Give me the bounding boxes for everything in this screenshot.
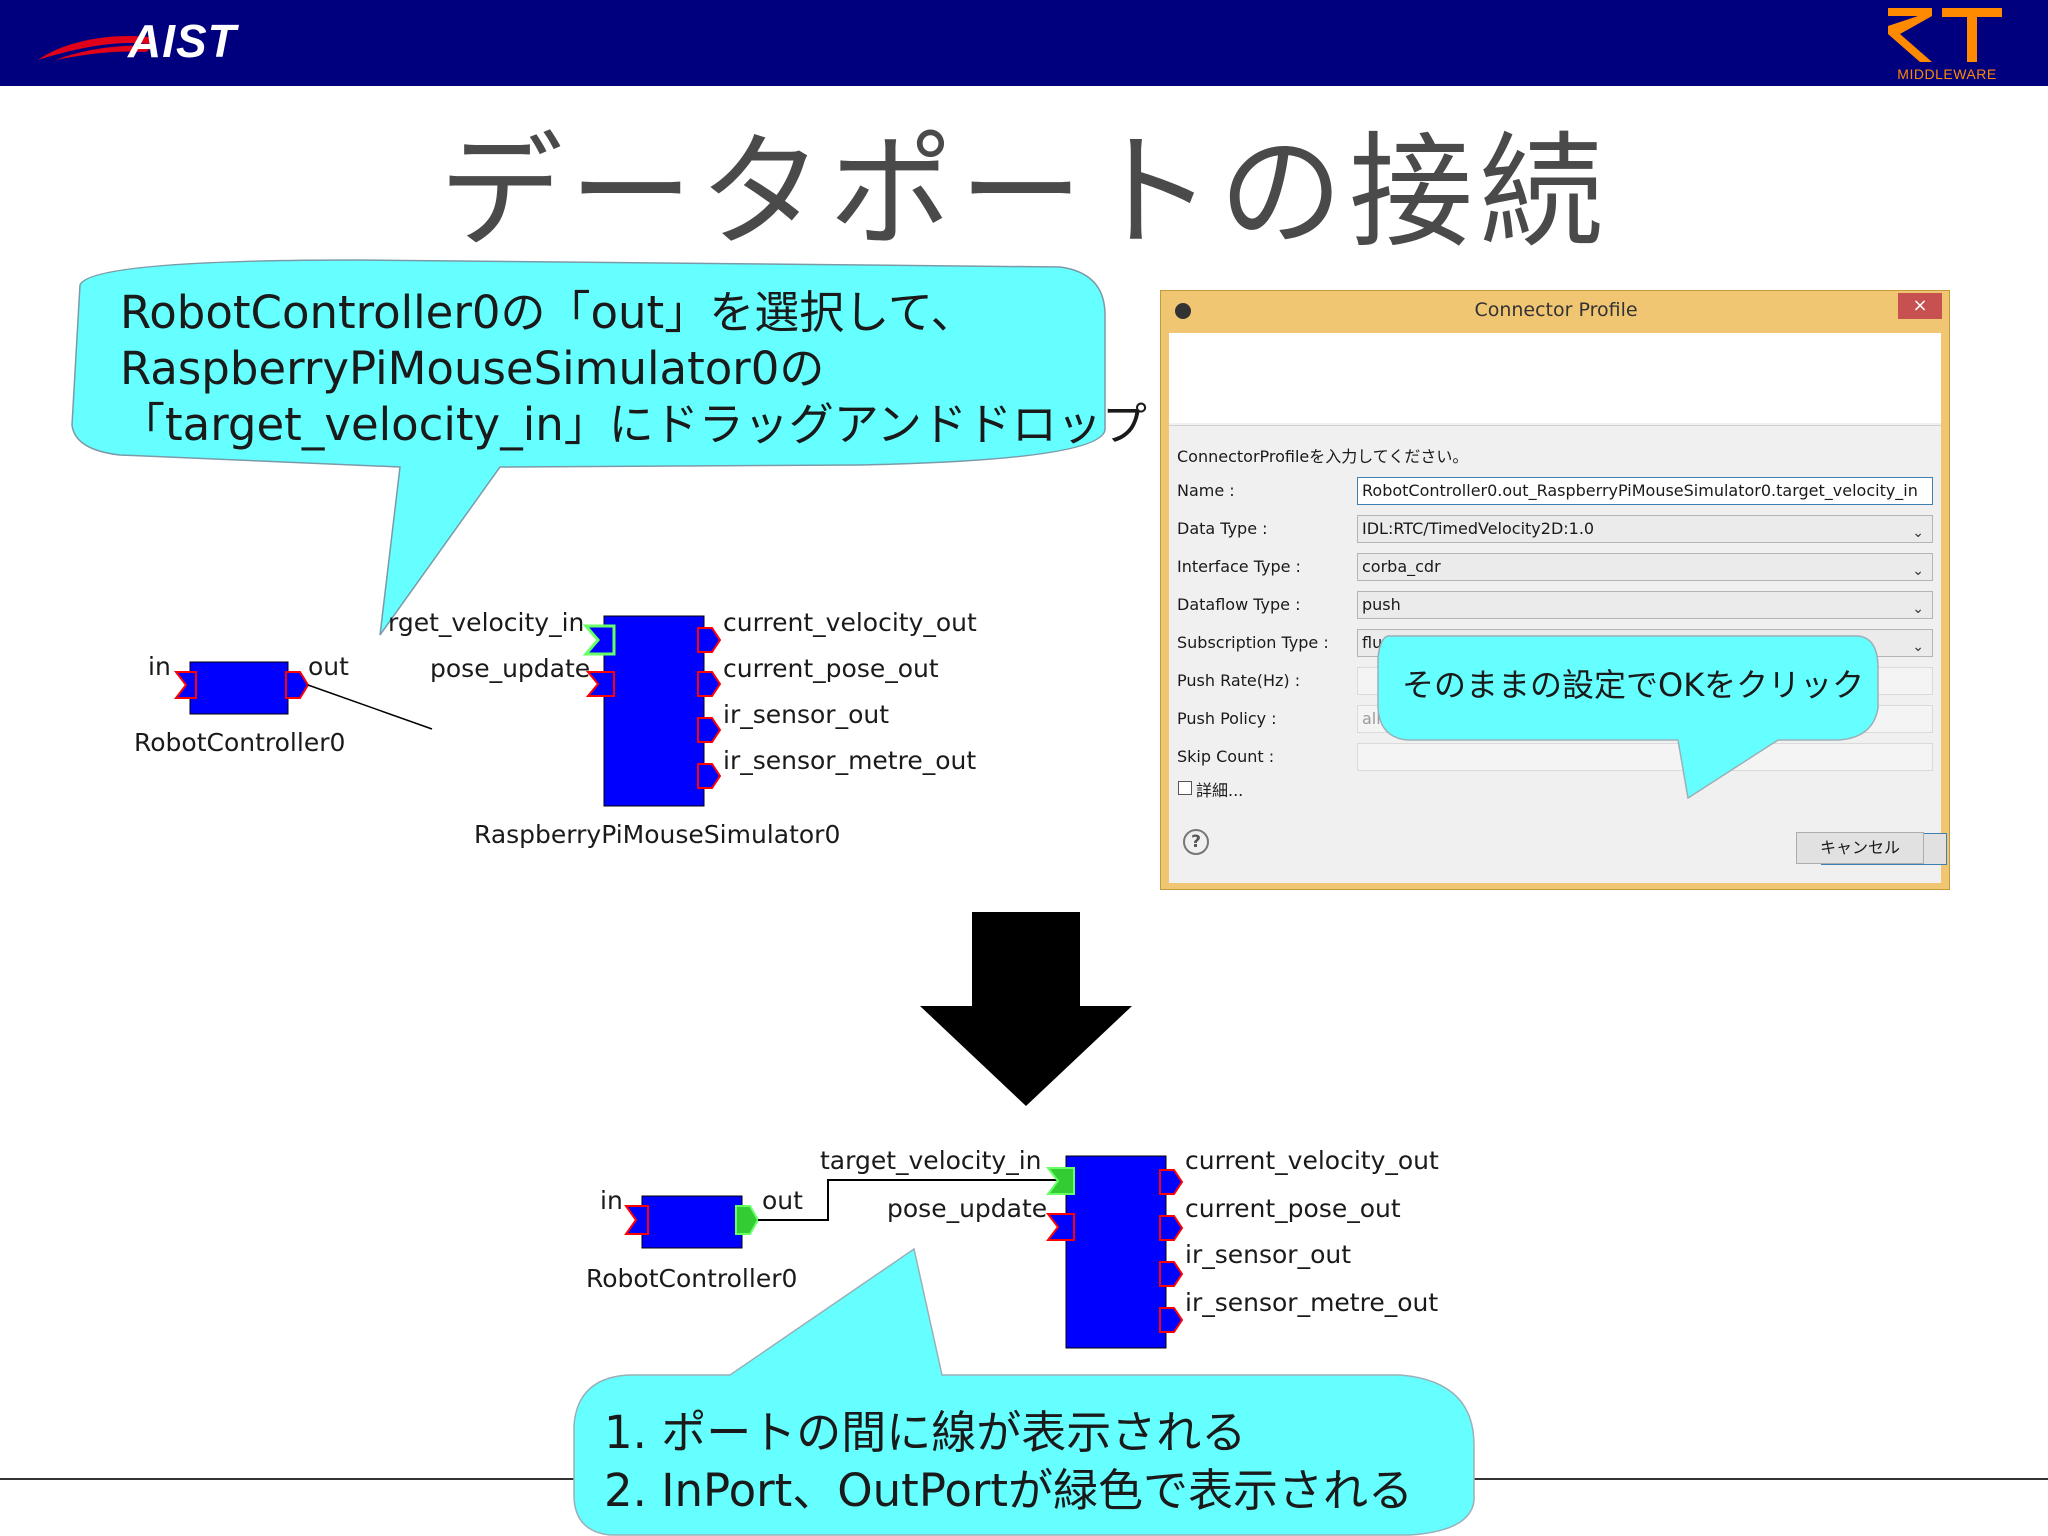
dialog-banner [1169,333,1941,423]
after-robot-controller-component[interactable] [641,1195,743,1249]
dataflow-type-select[interactable]: push ⌄ [1357,591,1933,619]
skip-count-field[interactable] [1357,743,1933,771]
before-controller-out-label: out [308,652,349,681]
after-sim-out-port-1[interactable] [1159,1169,1184,1195]
after-sim-out-port-label-4: ir_sensor_metre_out [1185,1288,1439,1317]
after-sim-out-port-4[interactable] [1159,1307,1184,1333]
before-controller-name: RobotController0 [134,728,346,757]
controller-out-port[interactable] [285,671,310,699]
before-sim-in-port-label-1: rget_velocity_in [388,608,585,637]
sim-out-port-2[interactable] [697,671,722,697]
divider [1169,425,1941,426]
callout-top-line1: RobotController0の「out」を選択して、 [120,286,976,339]
header-bar [0,0,2048,86]
controller-in-port[interactable] [173,671,197,699]
after-sim-out-port-label-2: current_pose_out [1185,1194,1401,1223]
before-sim-out-port-label-4: ir_sensor_metre_out [723,746,977,775]
callout-top-line2: RaspberryPiMouseSimulator0の [120,342,825,395]
before-sim-out-port-label-2: current_pose_out [723,654,939,683]
after-sim-pose-update-port[interactable] [1045,1213,1075,1241]
detail-checkbox[interactable] [1178,781,1192,795]
chevron-down-icon: ⌄ [1912,563,1924,579]
cancel-button[interactable]: キャンセル [1796,832,1924,864]
dialog-title: Connector Profile [1474,299,1638,321]
before-sim-in-port-label-2: pose_update [430,654,591,683]
before-sim-name: RaspberryPiMouseSimulator0 [474,820,841,849]
before-sim-out-port-label-3: ir_sensor_out [723,700,890,729]
after-controller-in-label: in [600,1186,623,1215]
after-sim-target-velocity-in-port[interactable] [1045,1167,1075,1195]
sim-pose-update-port[interactable] [585,671,615,697]
after-sim-out-port-2[interactable] [1159,1215,1184,1241]
rt-middleware-logo-icon [1888,8,2002,62]
aist-logo-swoosh-icon [38,36,156,60]
callout-dialog-bubble [1377,635,1879,800]
callout-top-bubble [71,259,1106,636]
callout-bottom-line1: 1. ポートの間に線が表示される [604,1406,1247,1459]
rt-middleware-text: MIDDLEWARE [1897,66,1997,82]
diagram-before-canvas [173,615,722,807]
data-type-label: Data Type : [1177,519,1268,538]
name-label: Name : [1177,481,1235,500]
chevron-down-icon: ⌄ [1912,601,1924,617]
chevron-down-icon: ⌄ [1912,525,1924,541]
diagram-after-canvas [624,1155,1184,1349]
interface-type-value: corba_cdr [1362,557,1441,576]
interface-type-select[interactable]: corba_cdr ⌄ [1357,553,1933,581]
sim-out-port-4[interactable] [697,763,722,789]
callout-bottom-line2: 2. InPort、OutPortが緑色で表示される [604,1464,1414,1517]
subscription-type-value: flu [1362,633,1383,652]
aist-logo-text: AIST [128,15,237,67]
push-rate-label: Push Rate(Hz) : [1177,671,1301,690]
after-sim-out-port-3[interactable] [1159,1261,1184,1287]
interface-type-label: Interface Type : [1177,557,1301,576]
simulator-component[interactable] [603,615,705,807]
callout-bottom-bubble [573,1247,1475,1536]
after-sim-in-port-label-2: pose_update [887,1194,1048,1223]
after-controller-out-label: out [762,1186,803,1215]
down-arrow-icon [920,912,1132,1106]
dataflow-type-label: Dataflow Type : [1177,595,1301,614]
after-controller-name: RobotController0 [586,1264,798,1293]
close-button[interactable]: × [1898,293,1942,319]
skip-count-label: Skip Count : [1177,747,1275,766]
help-icon[interactable]: ? [1183,829,1209,855]
sim-out-port-3[interactable] [697,717,722,743]
after-sim-in-port-label-1: target_velocity_in [820,1146,1042,1175]
callout-top-line3: 「target_velocity_in」にドラッグアンドドロップ [120,398,1147,451]
drag-line [307,684,433,730]
data-type-select[interactable]: IDL:RTC/TimedVelocity2D:1.0 ⌄ [1357,515,1933,543]
before-controller-in-label: in [148,652,171,681]
after-simulator-component[interactable] [1065,1155,1167,1349]
sim-out-port-1[interactable] [697,627,722,653]
chevron-down-icon: ⌄ [1912,639,1924,655]
dialog-prompt: ConnectorProfileを入力してください。 [1177,447,1469,466]
after-sim-out-port-label-1: current_velocity_out [1185,1146,1439,1175]
subscription-type-label: Subscription Type : [1177,633,1329,652]
after-controller-in-port[interactable] [624,1205,649,1235]
robot-controller-component[interactable] [189,661,289,715]
dataflow-type-value: push [1362,595,1401,614]
app-icon [1175,303,1191,319]
page-title: データポートの接続 [438,121,1609,265]
connection-line [758,1179,1072,1221]
name-field[interactable]: RobotController0.out_RaspberryPiMouseSim… [1357,477,1933,505]
data-type-value: IDL:RTC/TimedVelocity2D:1.0 [1362,519,1595,538]
after-controller-out-port[interactable] [735,1205,760,1235]
detail-label: 詳細... [1196,781,1244,800]
sim-target-velocity-in-port[interactable] [582,624,616,656]
after-sim-out-port-label-3: ir_sensor_out [1185,1240,1352,1269]
push-policy-label: Push Policy : [1177,709,1277,728]
push-policy-value: all [1362,709,1381,728]
callout-dialog-text: そのままの設定でOKをクリック [1402,666,1865,704]
before-sim-out-port-label-1: current_velocity_out [723,608,977,637]
